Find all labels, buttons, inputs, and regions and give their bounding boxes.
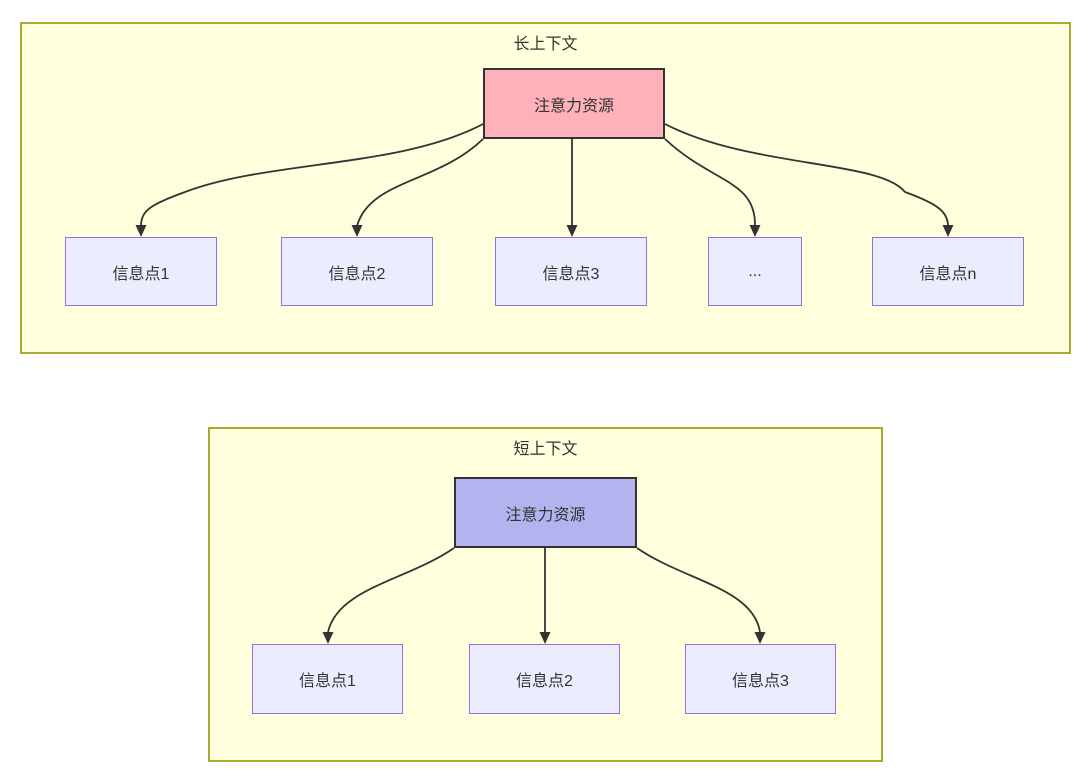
long-info-node-2: 信息点2 xyxy=(281,237,433,306)
long-info-node-n: 信息点n xyxy=(872,237,1024,306)
long-info-node-3: 信息点3 xyxy=(495,237,647,306)
short-info-label-1: 信息点1 xyxy=(299,673,356,690)
long-context-title: 长上下文 xyxy=(513,36,578,53)
short-attention-label: 注意力资源 xyxy=(505,506,586,524)
long-info-label-2: 信息点2 xyxy=(328,265,386,283)
short-info-label-3: 信息点3 xyxy=(732,673,789,690)
long-attention-node: 注意力资源 xyxy=(483,68,665,139)
long-info-node-ellipsis: ... xyxy=(708,237,802,306)
short-attention-node: 注意力资源 xyxy=(454,477,637,548)
short-info-label-2: 信息点2 xyxy=(516,673,573,690)
long-info-label-1: 信息点1 xyxy=(112,265,170,283)
long-info-label-ellipsis: ... xyxy=(748,262,762,280)
short-info-node-3: 信息点3 xyxy=(685,644,836,714)
short-context-title: 短上下文 xyxy=(513,441,578,458)
short-info-node-2: 信息点2 xyxy=(469,644,620,714)
long-info-label-3: 信息点3 xyxy=(542,265,600,283)
long-attention-label: 注意力资源 xyxy=(533,97,614,115)
long-info-label-n: 信息点n xyxy=(919,265,977,283)
long-info-node-1: 信息点1 xyxy=(65,237,217,306)
short-info-node-1: 信息点1 xyxy=(252,644,403,714)
